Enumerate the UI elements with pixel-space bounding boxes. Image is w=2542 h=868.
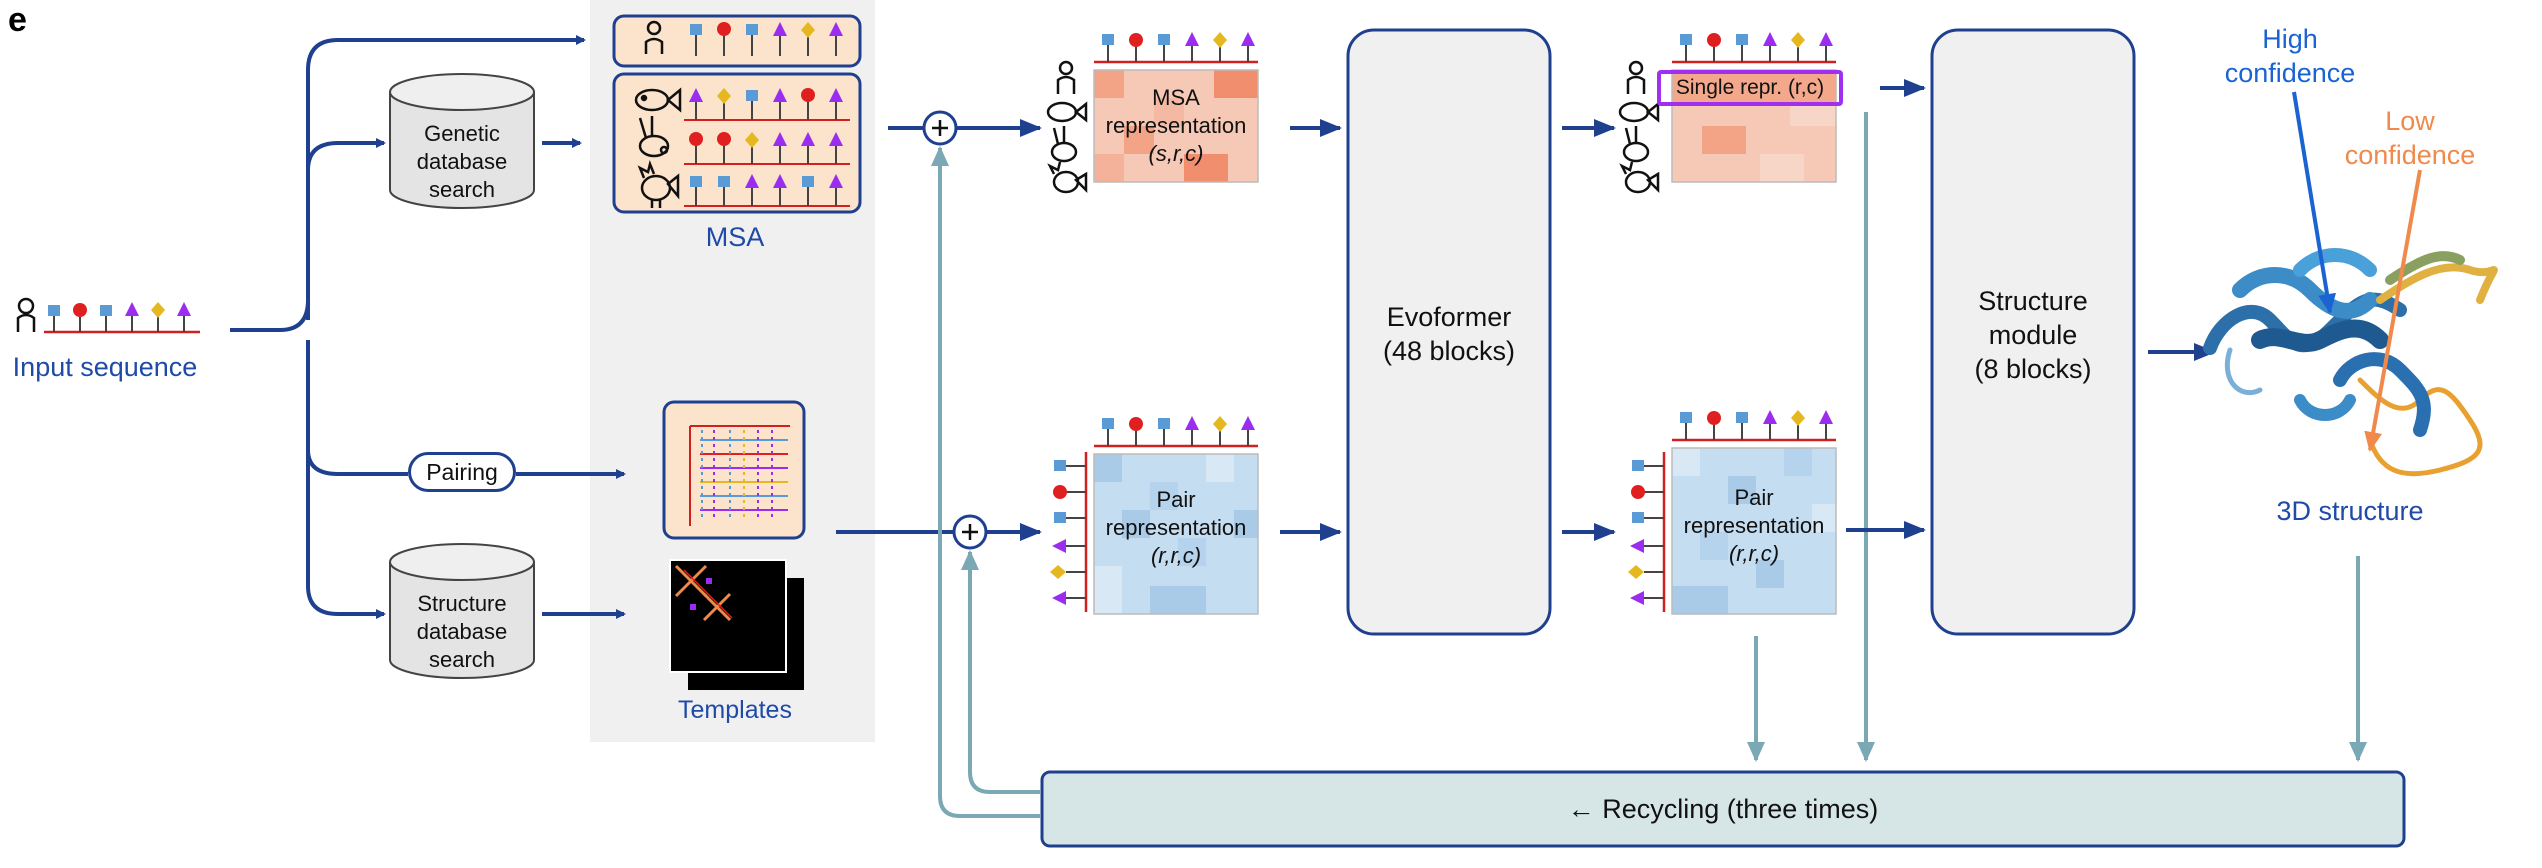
pair-repr-out-line1: Pair	[1734, 485, 1774, 510]
msa-repr-line2: representation	[1105, 113, 1247, 138]
person-icon	[16, 297, 36, 332]
fish-icon	[1618, 101, 1660, 123]
rooster-icon	[1047, 161, 1088, 194]
low-confidence-arrow	[2364, 169, 2422, 452]
rooster-icon	[637, 159, 680, 208]
structure-module-label: Structure module (8 blocks)	[1932, 284, 2134, 386]
templates-label: Templates	[678, 696, 792, 724]
msa-repr-species-icons	[1046, 60, 1088, 194]
rooster-icon	[1619, 161, 1660, 194]
pair-representation-label: Pair representation (r,r,c)	[1094, 486, 1258, 570]
single-repr-species-icons	[1618, 60, 1660, 194]
structure-database-cylinder	[389, 543, 535, 679]
high-confidence-arrow	[2292, 91, 2336, 314]
msa-alignment-box	[612, 72, 862, 214]
fish-icon	[634, 87, 682, 113]
msa-alignment-glyphs	[684, 88, 850, 207]
genetic-db-line1: Genetic	[424, 121, 500, 146]
input-sequence-glyph	[16, 297, 200, 334]
msa-representation-heatmap	[1093, 69, 1259, 183]
high-confidence-label: High confidence	[2210, 22, 2370, 90]
genetic-db-line3: search	[428, 177, 496, 202]
high-conf-line1: High	[2262, 24, 2318, 54]
evoformer-line2: (48 blocks)	[1382, 336, 1516, 366]
msa-label: MSA	[705, 222, 765, 252]
msa-repr-line1: MSA	[1152, 85, 1200, 110]
pair-repr-line2: representation	[1105, 515, 1247, 540]
msa-repr-header-glyphs	[1094, 32, 1258, 64]
recycling-bar	[1040, 770, 2406, 848]
pair-repr-line3: (r,r,c)	[1150, 543, 1202, 568]
genetic-database-cylinder	[389, 73, 535, 209]
pair-representation-out-heatmap	[1671, 447, 1837, 615]
msa-species-icons	[634, 87, 682, 208]
low-conf-line1: Low	[2385, 106, 2435, 136]
protein-structure-icon	[2203, 248, 2498, 477]
pair-plus-node	[952, 514, 988, 550]
msa-representation-label: MSA representation (s,r,c)	[1094, 84, 1258, 168]
single-repr-header-glyphs	[1672, 32, 1836, 64]
pair-repr-out-line3: (r,r,c)	[1728, 541, 1780, 566]
pair-representation-out-label: Pair representation (r,r,c)	[1672, 484, 1836, 568]
pair-repr-header-glyphs	[1094, 416, 1258, 448]
rabbit-icon	[1622, 126, 1650, 163]
rabbit-icon	[638, 116, 670, 158]
template-pair-grid	[689, 425, 790, 526]
single-repr-label: Single repr. (r,c)	[1657, 70, 1843, 106]
pair-repr-row-glyphs	[1050, 452, 1088, 612]
structure-module-block	[1930, 28, 2136, 636]
pair-repr-out-line2: representation	[1683, 513, 1825, 538]
pairing-label: Pairing	[408, 452, 516, 492]
input-branch-lines	[230, 35, 626, 619]
low-conf-line2: confidence	[2344, 140, 2476, 170]
structure-module-line3: (8 blocks)	[1974, 354, 2092, 384]
structure-db-line2: database	[416, 619, 508, 644]
person-icon	[644, 20, 664, 54]
rabbit-icon	[1050, 126, 1078, 163]
msa-query-row	[612, 14, 862, 68]
panel-letter: e	[8, 1, 27, 39]
3d-structure-label: 3D structure	[2276, 496, 2424, 526]
input-sequence-label: Input sequence	[12, 352, 198, 382]
person-icon	[1626, 60, 1646, 94]
structure-db-label: Structure database search	[396, 590, 528, 674]
pair-repr-out-header-glyphs	[1672, 410, 1836, 442]
person-icon	[1056, 60, 1076, 94]
genetic-db-label: Genetic database search	[396, 120, 528, 204]
structure-db-line1: Structure	[417, 591, 507, 616]
pair-repr-out-row-glyphs	[1628, 452, 1666, 612]
evoformer-block	[1346, 28, 1552, 636]
msa-plus-node	[922, 110, 958, 146]
pair-repr-line1: Pair	[1156, 487, 1196, 512]
high-conf-line2: confidence	[2224, 58, 2356, 88]
evoformer-line1: Evoformer	[1386, 302, 1512, 332]
low-confidence-label: Low confidence	[2330, 104, 2490, 172]
msa-repr-line3: (s,r,c)	[1148, 141, 1204, 166]
structure-db-line3: search	[428, 647, 496, 672]
fish-icon	[1046, 101, 1088, 123]
template-image-marks	[674, 564, 733, 622]
pair-representation-heatmap	[1093, 453, 1259, 615]
recycling-label: ← Recycling (three times)	[1567, 794, 1879, 824]
structure-module-line2: module	[1988, 320, 2078, 350]
msa-query-row-glyphs	[644, 20, 843, 56]
structure-module-line1: Structure	[1978, 286, 2088, 316]
evoformer-label: Evoformer (48 blocks)	[1348, 300, 1550, 368]
template-pair-box	[662, 400, 806, 540]
genetic-db-line2: database	[416, 149, 508, 174]
